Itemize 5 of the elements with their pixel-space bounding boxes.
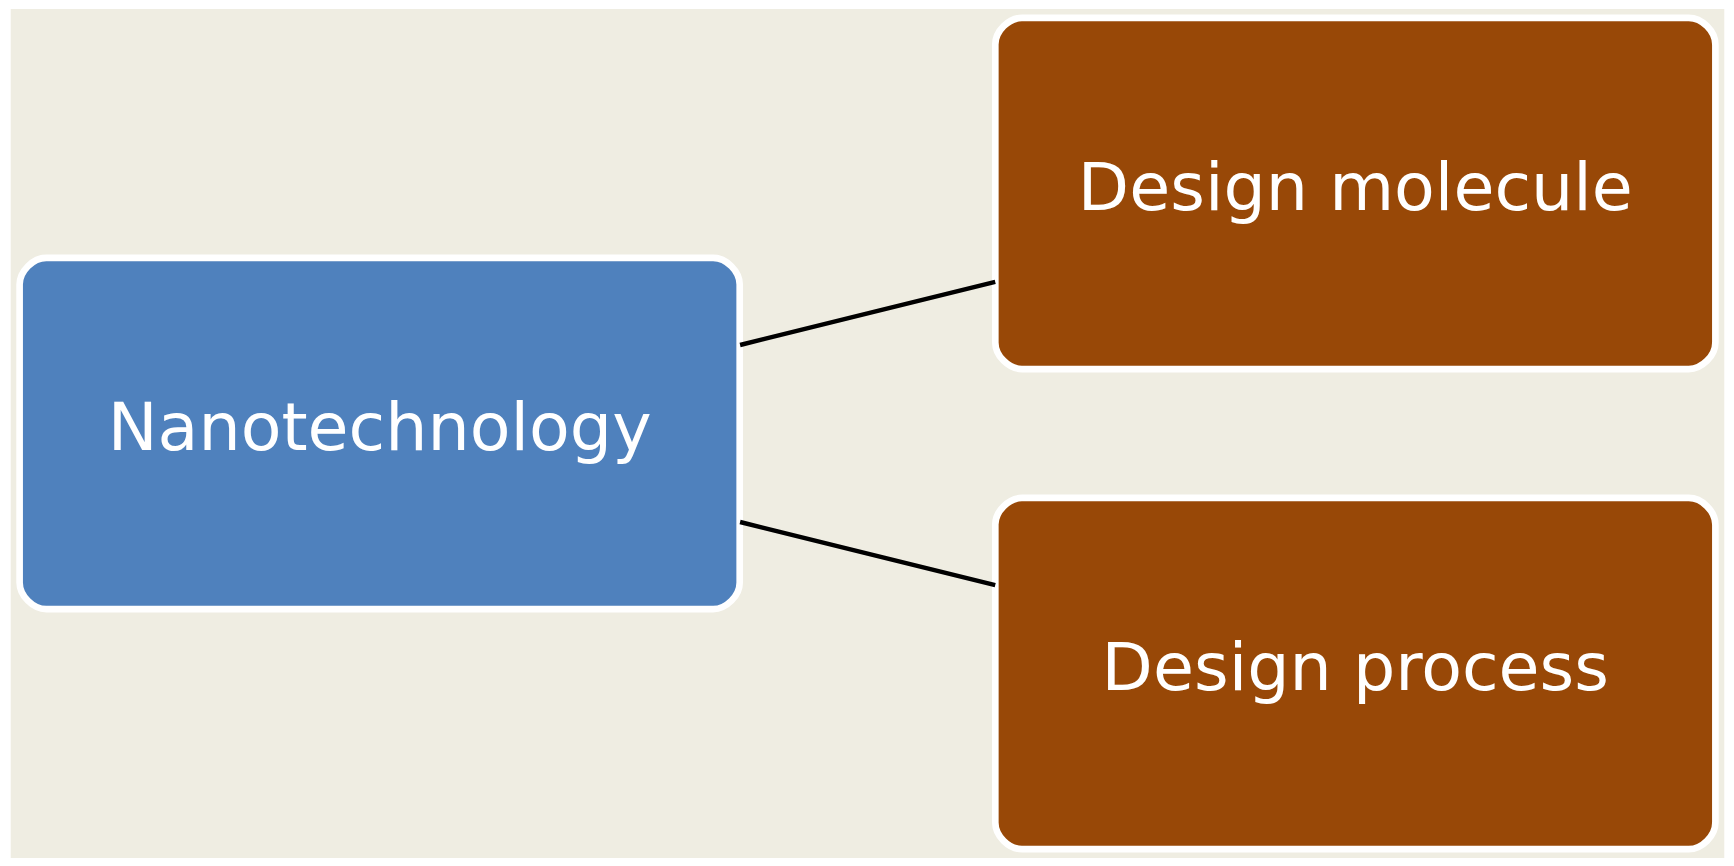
connector	[739, 519, 996, 587]
node-box: Nanotechnology	[15, 254, 743, 612]
connector	[739, 279, 996, 347]
node-box: Design molecule	[991, 14, 1719, 372]
node-box: Design process	[991, 494, 1719, 852]
